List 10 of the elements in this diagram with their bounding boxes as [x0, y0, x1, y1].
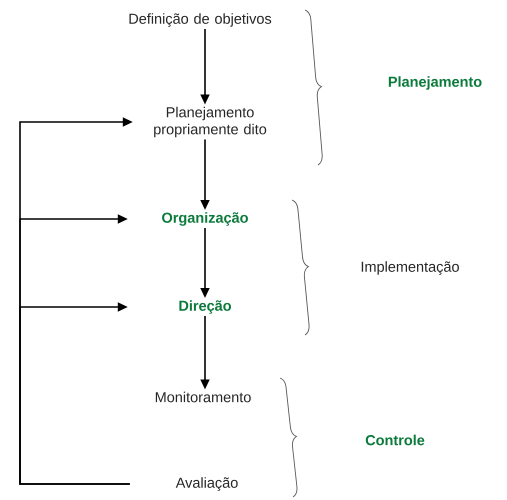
step-text: Planejamento propriamente dito: [154, 106, 266, 138]
phase-label: Planejamento: [388, 76, 482, 90]
step-text: Monitoramento: [156, 392, 251, 402]
step-text: Avaliação: [176, 477, 238, 491]
phase-label: Implementação: [362, 261, 459, 275]
phase-label: Controle: [366, 434, 424, 446]
step-text: Organização: [162, 212, 248, 226]
step-text: Direção: [179, 300, 232, 314]
feedback-arrow: [19, 302, 130, 485]
step-text: Definição de objetivos: [129, 13, 272, 27]
